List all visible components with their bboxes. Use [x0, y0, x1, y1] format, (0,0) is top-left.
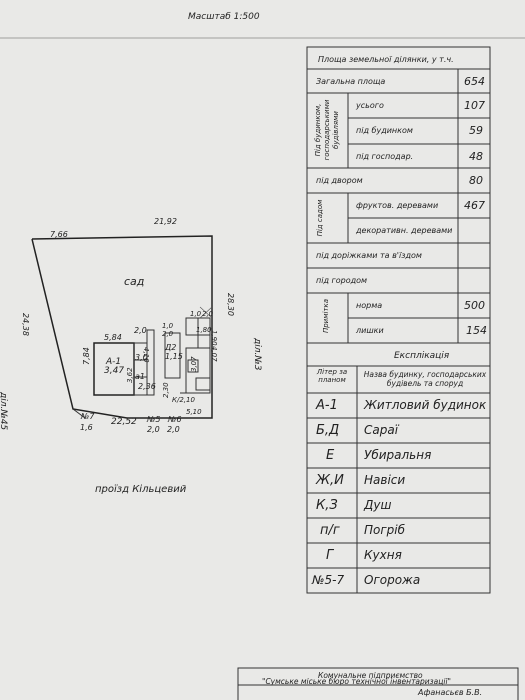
house-outline [93, 329, 155, 396]
explication-code-7: Г [326, 548, 334, 563]
col-name-header: Назва будинку, господарських будівель та… [363, 370, 487, 388]
vegetable-label: під городом [316, 276, 368, 285]
a1-label: а1 [135, 372, 145, 381]
built-outbuildings-label: під господар. [356, 152, 414, 161]
built-house-label: під будинком [356, 126, 413, 135]
explication-name-1: Житловий будинок [364, 398, 487, 412]
dim-a1-b: 4,10 [142, 347, 150, 363]
k-label: К/2,10 [172, 396, 195, 404]
dim-a1-height: 3,0 [135, 353, 148, 362]
fruit-trees-value: 467 [464, 199, 485, 212]
dim-top-r5: 1,80 [196, 326, 212, 334]
dim-top-left: 7,66 [50, 230, 68, 239]
yard-value: 80 [469, 174, 483, 187]
explication-title: Експлікація [394, 351, 450, 361]
explication-code-3: Е [326, 448, 335, 463]
dim-d: 1,15 [165, 352, 183, 361]
explication-name-4: Навіси [364, 473, 406, 487]
dim-2-30: 2,30 [162, 382, 170, 398]
explication-code-6: п/г [320, 523, 340, 538]
excess-value: 154 [466, 324, 487, 337]
dim-bottom-left: 1,6 [80, 423, 93, 432]
area-table-title: Площа земельної ділянки, у т.ч. [318, 55, 454, 64]
outbuildings [164, 306, 213, 394]
dim-5-10: 5,10 [186, 408, 202, 416]
dim-2-36: 2,36 [138, 382, 156, 391]
decor-trees-label: декоративн. деревами [356, 226, 453, 235]
road-label: проїзд Кільцевий [95, 484, 187, 495]
house-label: А-1 [106, 357, 122, 367]
explication-name-7: Кухня [364, 548, 402, 562]
explication-name-2: Сараї [364, 423, 399, 437]
person-name: Афанасьєв Б.В. [418, 688, 483, 697]
built-group-label: Під будинком, господарськими будівлями [314, 99, 340, 161]
dim-a1-width: 2,0 [134, 326, 147, 335]
explication-name-3: Убиральня [364, 448, 432, 462]
note-group-label: Примітка [322, 298, 330, 334]
marker-n6: №6 [168, 415, 182, 424]
dim-bottom-n5: 2,0 [147, 425, 160, 434]
dim-left: 24,38 [21, 313, 30, 336]
explication-name-8: Огорожа [364, 573, 421, 587]
explication-code-2: Б,Д [316, 423, 340, 438]
garden-label: сад [124, 275, 145, 288]
dim-3-62: 3,62 [126, 367, 134, 383]
col-code-header: Літер за планом [316, 368, 348, 384]
excess-label: лишки [356, 326, 384, 335]
built-house-value: 59 [469, 124, 483, 137]
explication-code-5: К,З [316, 498, 338, 513]
marker-n5: №5 [147, 415, 161, 424]
area-table-grid [306, 46, 491, 344]
dim-top: 21,92 [154, 217, 177, 226]
dim-4-07: 4,07 [210, 346, 218, 362]
yard-label: під двором [316, 176, 363, 185]
explication-name-6: Погріб [364, 523, 406, 537]
org-line-2: "Сумське міське бюро технічної інвентари… [262, 677, 451, 686]
dim-1-90: 1,90 [210, 330, 218, 346]
explication-code-8: №5-7 [312, 573, 345, 587]
right-neighbor-label: діл.№3 [252, 338, 262, 371]
dim-bottom-n6: 2,0 [167, 425, 180, 434]
dim-top-r1: 1,0 [162, 322, 174, 330]
built-outbuildings-value: 48 [469, 150, 483, 163]
dim-house-left: 7,84 [82, 347, 91, 365]
house-height: 3,47 [104, 366, 125, 376]
built-total-label: усього [356, 101, 384, 110]
norm-value: 500 [464, 299, 485, 312]
d-label: Д2 [165, 343, 177, 352]
dim-bottom-mid: 22,52 [111, 417, 137, 427]
org-line-1: Комунальне підприємство [318, 671, 423, 680]
marker-n7: №7 [81, 412, 95, 421]
left-neighbor-label: діл.№45 [0, 392, 8, 431]
footer-frame [237, 667, 519, 700]
explication-name-5: Душ [364, 498, 392, 512]
built-total-value: 107 [464, 99, 485, 112]
norm-label: норма [356, 301, 383, 310]
plot-boundary [31, 235, 213, 419]
explication-code-4: Ж,И [316, 473, 344, 488]
dim-3-07: 3,07 [190, 356, 198, 372]
dim-house-top: 5,84 [104, 333, 122, 342]
garden-group-label: Під садом [316, 199, 324, 237]
scale-label: Масштаб 1:500 [188, 12, 260, 22]
dim-top-r3: 2,0 [202, 310, 214, 318]
explication-code-1: А-1 [316, 398, 338, 413]
paths-label: під доріжками та в'їздом [316, 251, 422, 260]
total-area-value: 654 [464, 75, 485, 88]
fruit-trees-label: фруктов. деревами [356, 201, 439, 210]
dim-top-r4: 2,0 [162, 330, 174, 338]
dim-right: 28,30 [226, 293, 235, 316]
explication-grid [306, 342, 491, 594]
dim-top-r2: 1,0 [190, 310, 202, 318]
total-area-label: Загальна площа [316, 77, 386, 86]
